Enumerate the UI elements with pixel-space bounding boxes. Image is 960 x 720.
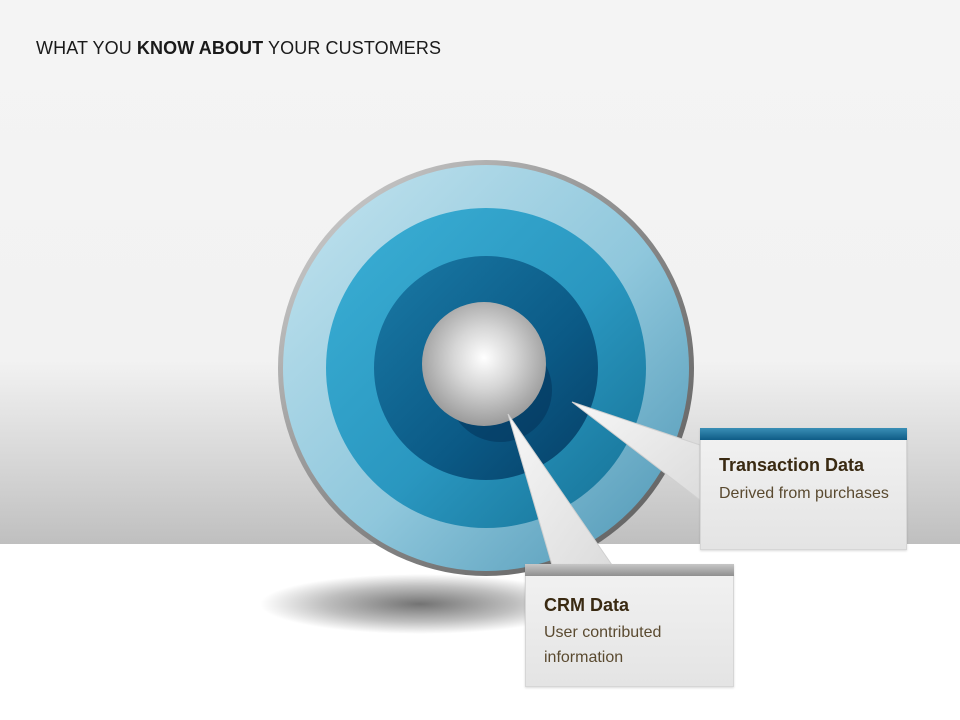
floor-shadow xyxy=(260,574,580,634)
callout-description: Derived from purchases xyxy=(719,485,889,502)
callout-title: Transaction Data xyxy=(719,455,865,475)
title-prefix: WHAT YOU xyxy=(36,38,137,58)
callout-accent-bar xyxy=(525,564,734,576)
callout-title: CRM Data xyxy=(544,595,630,615)
callout-accent-bar xyxy=(700,428,907,440)
title-emphasis: KNOW ABOUT xyxy=(136,38,264,58)
core-sphere xyxy=(422,302,546,426)
crm-data-callout: CRM Data User contributed information xyxy=(525,564,734,687)
title-suffix: YOUR CUSTOMERS xyxy=(263,38,442,58)
callout-description: User contributed information xyxy=(544,624,662,666)
transaction-data-callout: Transaction Data Derived from purchases xyxy=(700,428,907,550)
page-title: WHAT YOU KNOW ABOUT YOUR CUSTOMERS xyxy=(36,38,441,59)
